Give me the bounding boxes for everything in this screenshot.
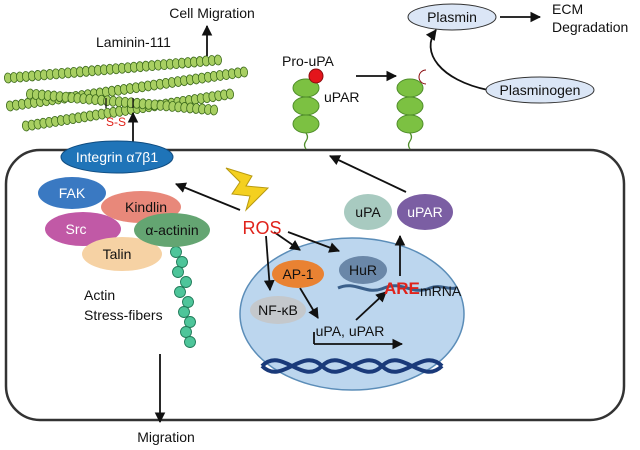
integrin-label: Integrin α7β1 <box>76 149 159 165</box>
actin-filament <box>170 246 196 348</box>
plasmin-node <box>407 3 497 31</box>
mrna-strand <box>337 284 457 292</box>
fak-label: FAK <box>59 185 86 201</box>
plasmin-label: Plasmin <box>427 9 477 25</box>
plasminogen-label: Plasminogen <box>500 82 581 98</box>
kindlin-label: Kindlin <box>125 199 167 215</box>
src-label: Src <box>66 221 87 237</box>
ap1-node <box>272 260 324 288</box>
migration-label: Migration <box>137 429 195 445</box>
talin-label: Talin <box>103 246 132 262</box>
pro-upa-dot <box>308 68 324 84</box>
upar-cyto-node <box>397 194 453 230</box>
ecm-label-line2: Degradation <box>552 19 628 35</box>
upar-receptor-right <box>396 78 424 150</box>
fak-node <box>38 177 106 209</box>
disulfide-label: S-S <box>106 115 126 129</box>
nfkb-node <box>250 296 306 324</box>
arrows <box>105 11 542 424</box>
nfkb-label: NF-κB <box>258 302 298 318</box>
ap1-label: AP-1 <box>282 266 313 282</box>
talin-node <box>82 237 162 271</box>
hur-node <box>339 256 387 284</box>
integrin-node <box>60 140 174 174</box>
cell-migration-label: Cell Migration <box>169 5 255 21</box>
actin-label-line1: Actin <box>84 287 115 303</box>
pro-upa-label: Pro-uPA <box>282 53 335 69</box>
alpha-actinin-label: α-actinin <box>145 222 198 238</box>
mrna-label: mRNA <box>420 283 462 299</box>
ecm-label-line1: ECM <box>552 1 583 17</box>
upa-cyto-label: uPA <box>355 204 381 220</box>
hur-label: HuR <box>349 262 377 278</box>
laminin-111-fibers <box>3 54 249 132</box>
upa-bound-dot <box>418 69 427 85</box>
upa-node <box>344 194 392 230</box>
are-label: ARE <box>384 279 420 298</box>
src-node <box>45 212 121 246</box>
alpha-actinin-node <box>134 213 210 247</box>
actin-label-line2: Stress-fibers <box>84 307 163 323</box>
upar-membrane-label: uPAR <box>324 89 360 105</box>
dna-helix <box>260 358 444 374</box>
ros-label: ROS <box>242 218 281 238</box>
laminin-label: Laminin-111 <box>96 34 171 50</box>
plasminogen-node <box>485 76 595 104</box>
upar-cyto-label: uPAR <box>407 204 443 220</box>
upa-upar-gene-label: uPA, uPAR <box>316 323 385 339</box>
upar-receptor-left <box>292 78 320 150</box>
ros-lightning-icon <box>225 167 270 212</box>
